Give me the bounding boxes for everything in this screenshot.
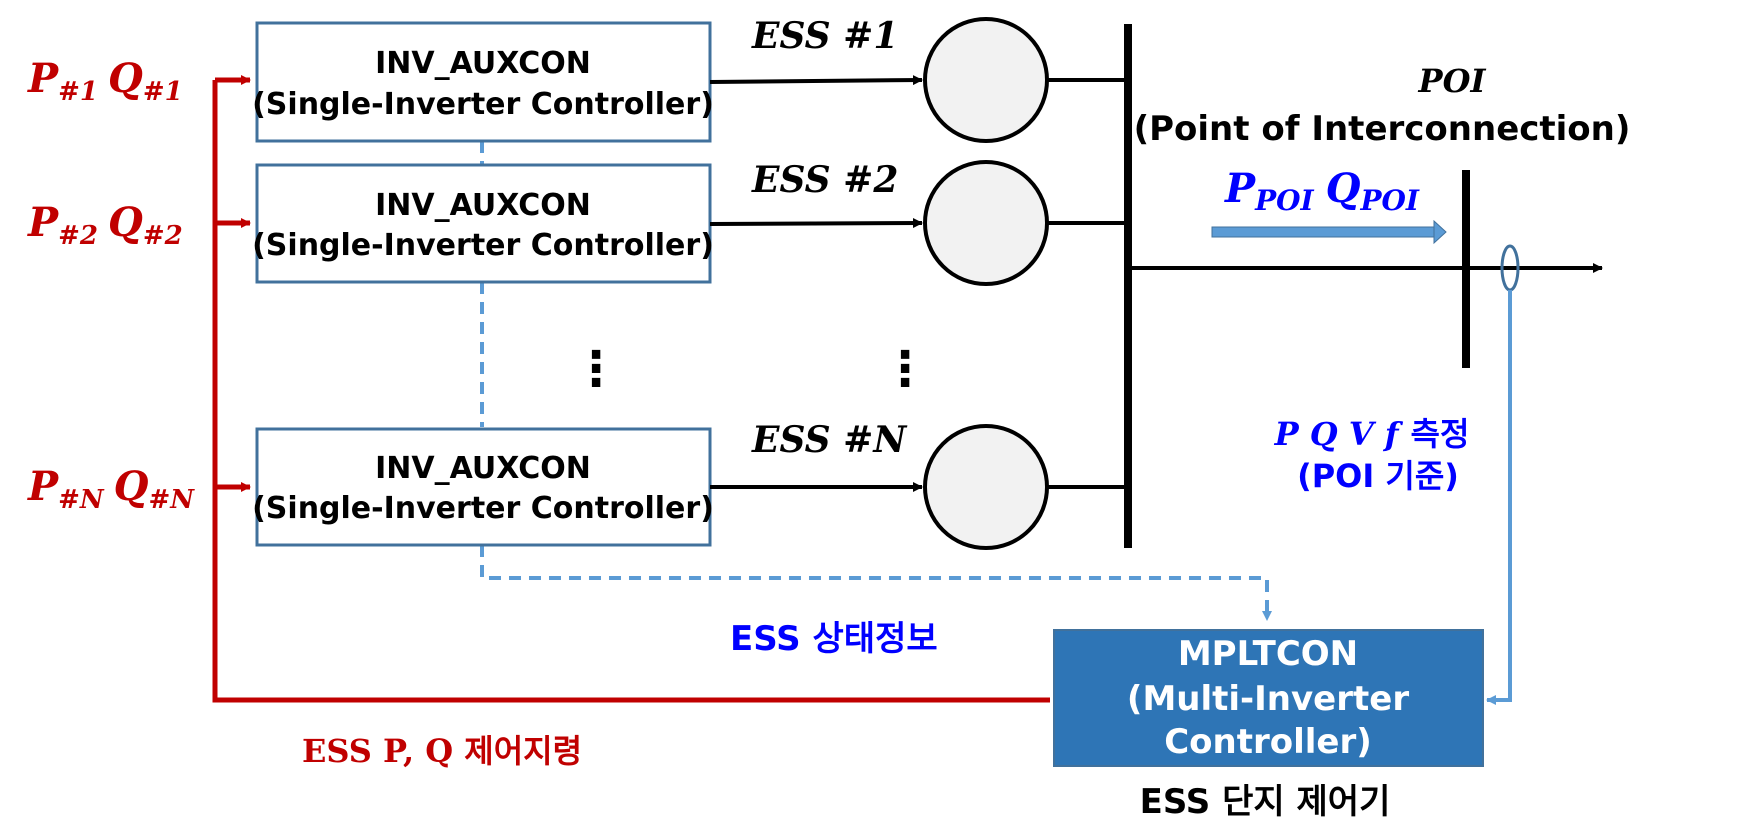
ess-status-label: ESS 상태정보 [730,619,938,659]
ess-2-circle [923,160,1049,286]
ess-ellipsis: ⋮ [881,341,929,397]
inverter-box-1: INV_AUXCON (Single-Inverter Controller) [252,21,714,143]
ess-units [923,17,1049,550]
ess-bus-connections [1047,78,1128,489]
site-controller-label: ESS 단지 제어기 [1140,782,1391,822]
status-info-dashed-lines [480,141,1272,621]
mpltcon-line3: Controller) [1164,722,1372,762]
measurement-label-line2: (POI 기준) [1297,457,1459,495]
poi-full-label: (Point of Interconnection) [1134,109,1631,149]
inverter-box-1-desc: (Single-Inverter Controller) [252,87,714,122]
mpltcon-line2: (Multi-Inverter [1127,679,1409,719]
ess-2-label: ESS #2 [751,159,898,201]
inverter-box-n-desc: (Single-Inverter Controller) [252,491,714,526]
ess-n-circle [923,424,1049,550]
mpltcon-box: MPLTCON (Multi-Inverter Controller) [1053,629,1484,767]
ess-1-label: ESS #1 [751,15,898,57]
ess-n-label: ESS #N [751,419,908,461]
poi-abbr-label: POI [1418,62,1487,100]
control-command-label: ESS P, Q 제어지령 [302,732,582,770]
mpltcon-line1: MPLTCON [1178,634,1358,674]
inverter-box-n-name: INV_AUXCON [375,451,591,486]
control-command-lines [212,75,1050,703]
inverter-box-1-name: INV_AUXCON [375,46,591,81]
inverter-box-2-name: INV_AUXCON [375,188,591,223]
inverter-box-2-desc: (Single-Inverter Controller) [252,228,714,263]
inverter-box-2: INV_AUXCON (Single-Inverter Controller) [252,163,714,284]
poi-flow-arrow [1211,219,1447,245]
inverter-to-ess-arrows [709,75,923,492]
measurement-line [1486,290,1512,705]
ess-1-circle [923,17,1049,143]
inverter-box-n: INV_AUXCON (Single-Inverter Controller) [252,427,714,547]
inverter-ellipsis: ⋮ [572,341,620,397]
